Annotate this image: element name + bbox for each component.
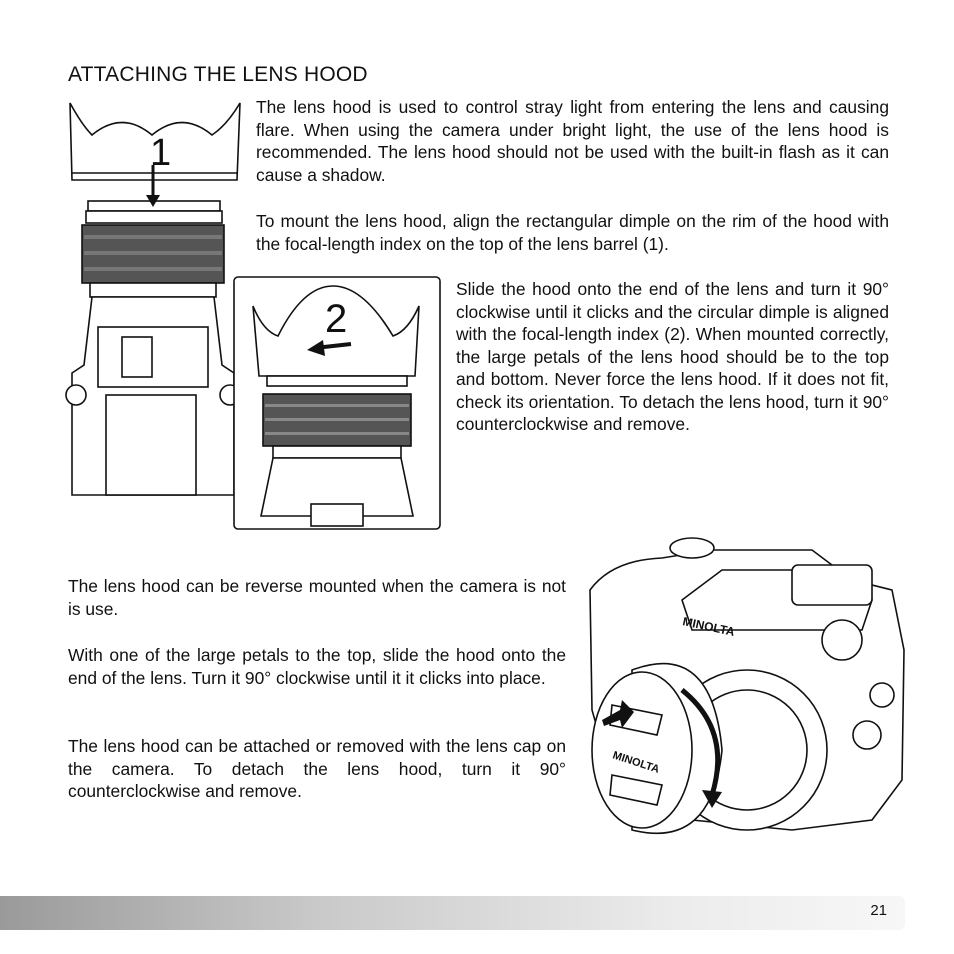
step2-label: 2 (325, 297, 347, 341)
slide-paragraph: Slide the hood onto the end of the lens … (456, 279, 889, 434)
mount-paragraph: To mount the lens hood, align the rectan… (256, 211, 889, 254)
camera-reverse-hood-illustration: MINOLTA MINOLTA (589, 537, 905, 835)
reverse-steps-paragraph: With one of the large petals to the top,… (68, 645, 566, 688)
page-title: ATTACHING THE LENS HOOD (68, 63, 368, 86)
intro-paragraph: The lens hood is used to control stray l… (256, 97, 889, 185)
step1-label: 1 (150, 132, 171, 174)
page-footer-bar: 21 (0, 896, 905, 930)
page-number: 21 (870, 902, 887, 919)
step2-illustration: 2 (233, 276, 441, 530)
step1-illustration: 1 (65, 102, 241, 496)
lens-cap-paragraph: The lens hood can be attached or removed… (68, 736, 566, 801)
reverse-mount-paragraph: The lens hood can be reverse mounted whe… (68, 576, 566, 619)
